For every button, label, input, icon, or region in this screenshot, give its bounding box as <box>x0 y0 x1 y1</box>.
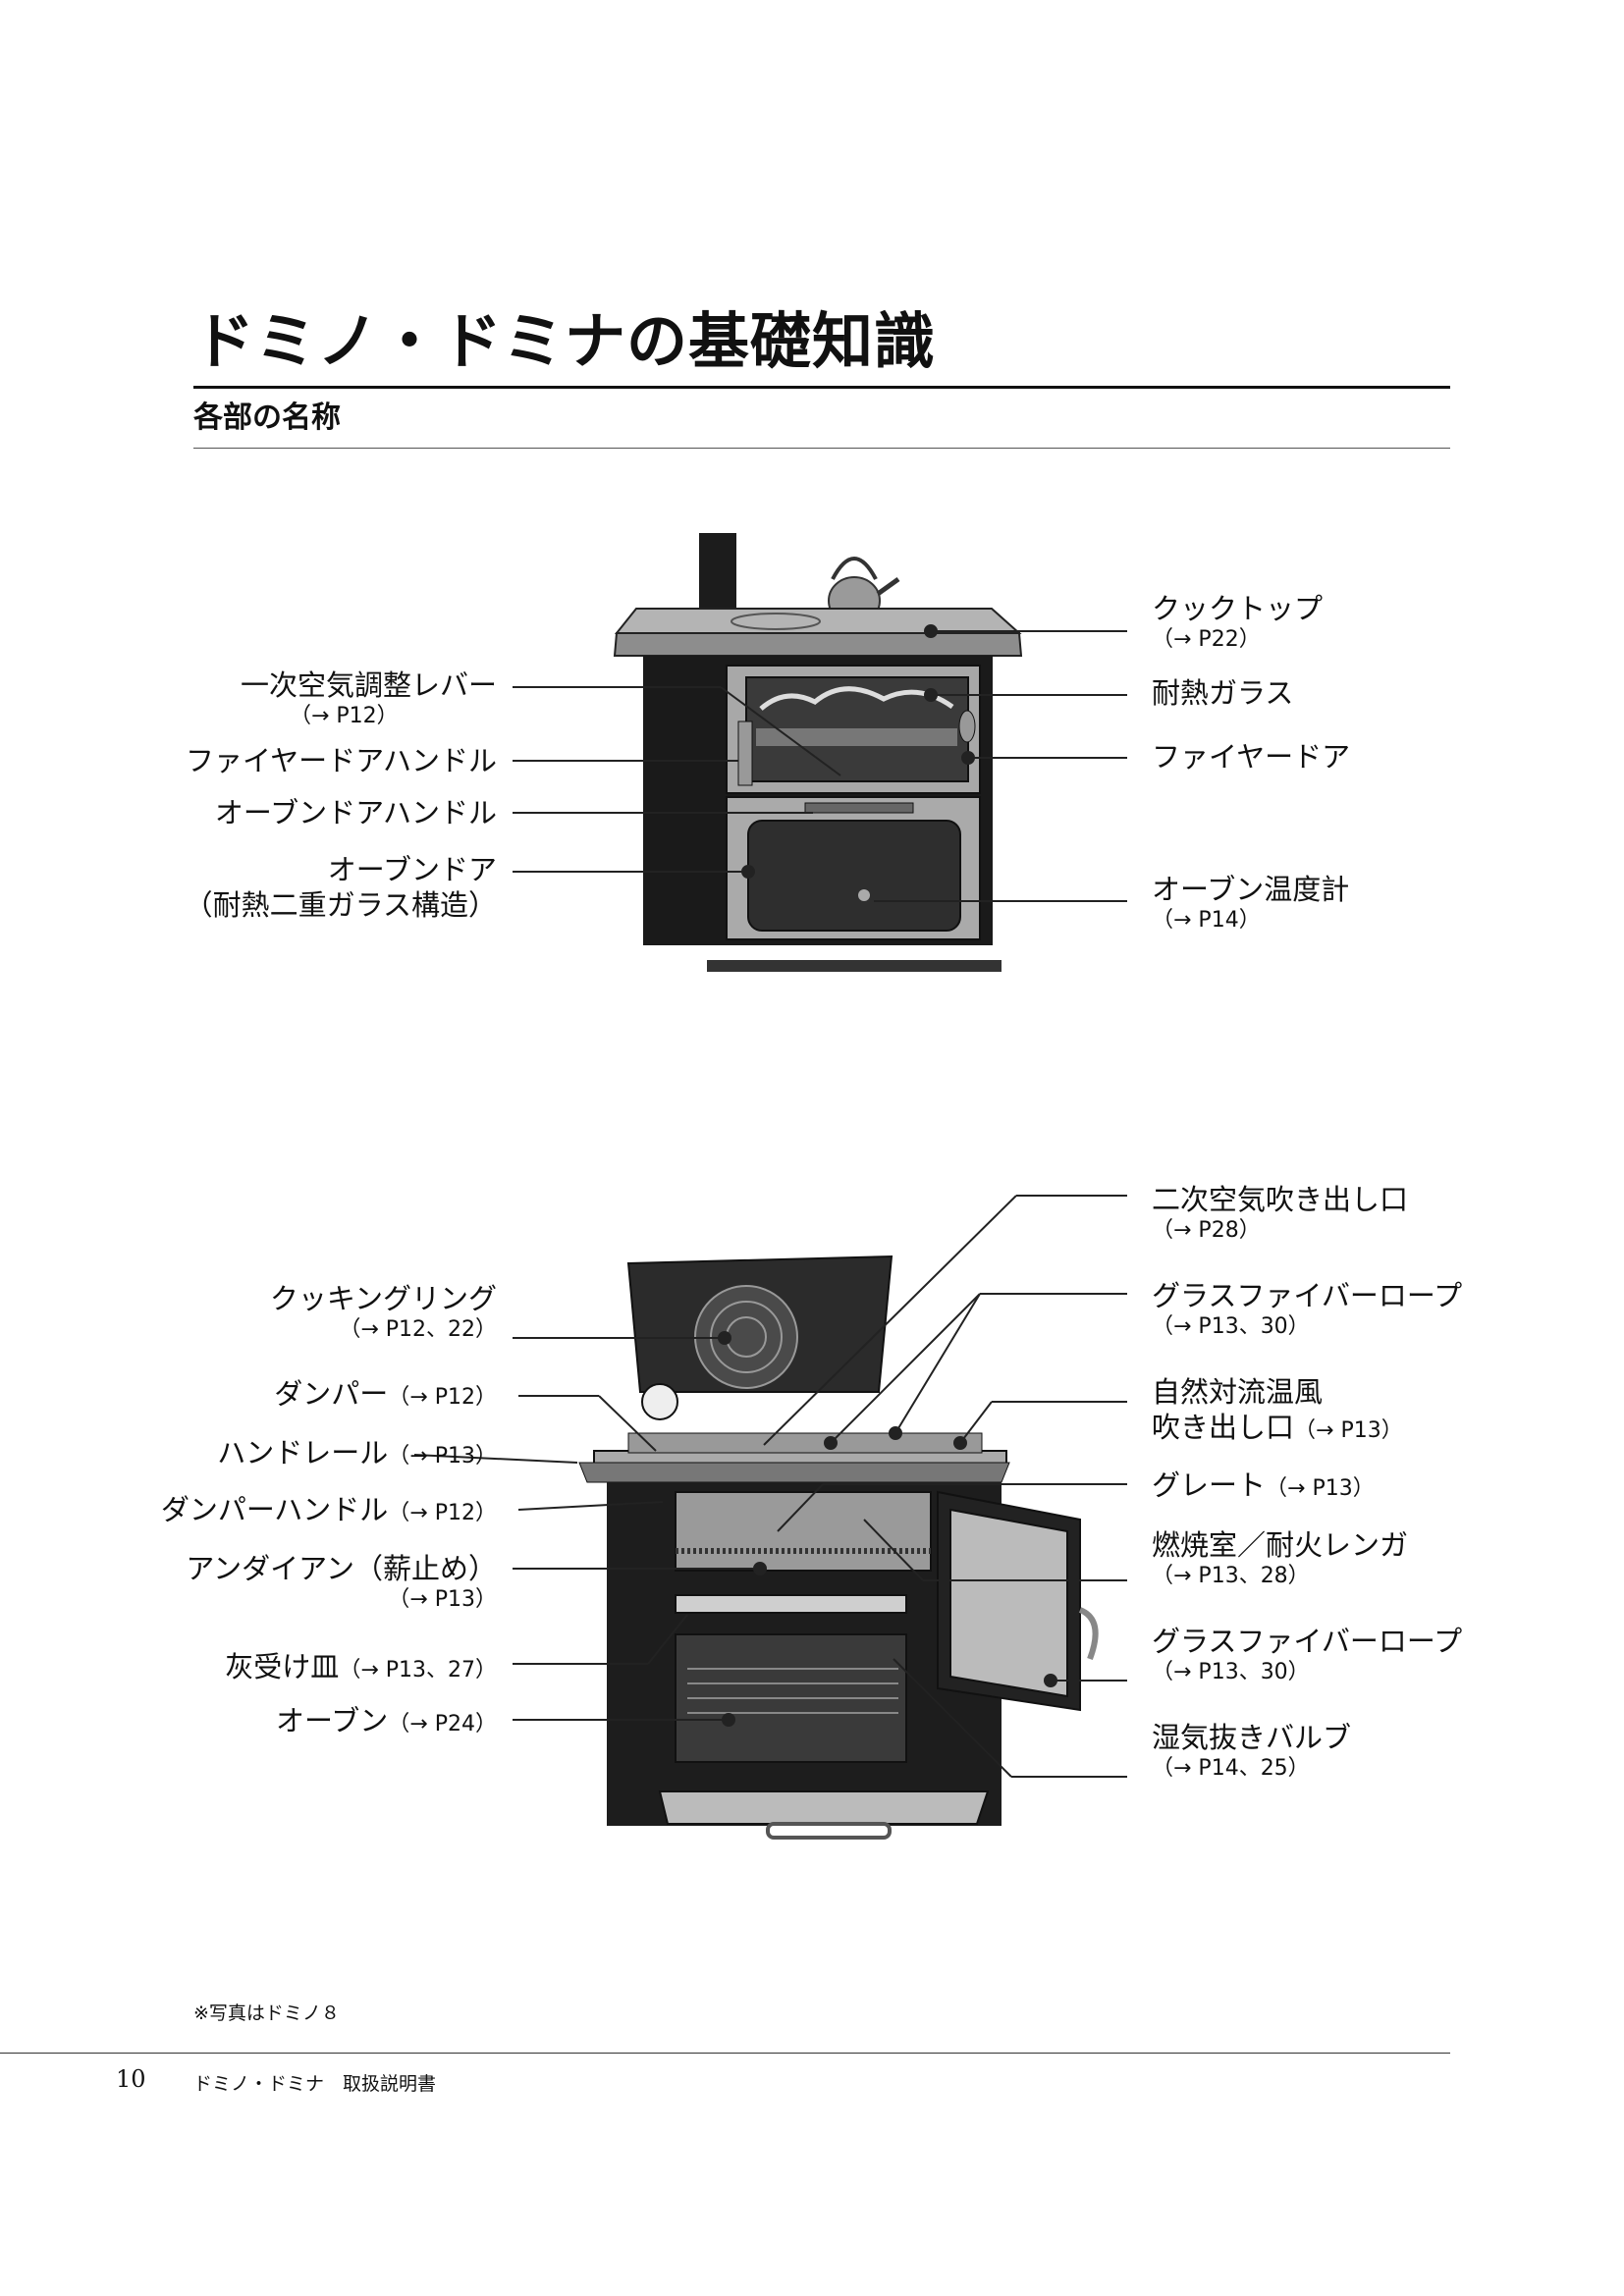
page-number: 10 <box>116 2065 146 2093</box>
label-ash-tray: 灰受け皿（→ P13、27） <box>225 1650 497 1683</box>
label-damper-handle: ダンパーハンドル（→ P12） <box>160 1493 497 1526</box>
label-oven-door: オーブンドア （耐熱二重ガラス構造） <box>184 853 497 922</box>
label-glass-fiber-rope-door: グラスファイバーロープ （→ P13、30） <box>1152 1625 1463 1684</box>
label-cooking-ring: クッキングリング （→ P12、22） <box>269 1282 497 1342</box>
stove-front-photo <box>513 533 1127 972</box>
label-secondary-air-outlet: 二次空気吹き出し口 （→ P28） <box>1152 1183 1409 1243</box>
label-fire-door: ファイヤードア <box>1152 740 1351 774</box>
footer-title: ドミノ・ドミナ 取扱説明書 <box>193 2073 437 2095</box>
label-convection-outlet: 自然対流温風 吹き出し口（→ P13） <box>1152 1375 1403 1444</box>
label-cooktop: クックトップ （→ P22） <box>1152 592 1324 652</box>
label-glass-fiber-rope-top: グラスファイバーロープ （→ P13、30） <box>1152 1279 1463 1339</box>
label-primary-air-lever: 一次空気調整レバー （→ P12） <box>240 668 497 728</box>
label-handrail: ハンドレール（→ P13） <box>217 1436 497 1469</box>
photo-note: ※写真はドミノ８ <box>193 2002 340 2024</box>
label-oven: オーブン（→ P24） <box>276 1704 497 1737</box>
label-firebox: 燃焼室／耐火レンガ （→ P13、28） <box>1152 1528 1409 1588</box>
section-rule <box>193 448 1450 449</box>
title-rule <box>193 386 1450 389</box>
label-oven-thermometer: オーブン温度計 （→ P14） <box>1152 873 1350 933</box>
label-oven-door-handle: オーブンドアハンドル <box>214 796 497 829</box>
label-heat-resistant-glass: 耐熱ガラス <box>1152 676 1294 710</box>
label-fire-door-handle: ファイヤードアハンドル <box>186 744 497 777</box>
label-moisture-valve: 湿気抜きバルブ （→ P14、25） <box>1152 1721 1352 1781</box>
label-andiron: アンダイアン（薪止め） （→ P13） <box>186 1552 497 1612</box>
label-grate: グレート（→ P13） <box>1152 1468 1375 1502</box>
footer-rule <box>0 2053 1450 2054</box>
page-title: ドミノ・ドミナの基礎知識 <box>193 305 937 377</box>
label-damper: ダンパー（→ P12） <box>274 1377 497 1411</box>
section-heading: 各部の名称 <box>193 400 341 435</box>
